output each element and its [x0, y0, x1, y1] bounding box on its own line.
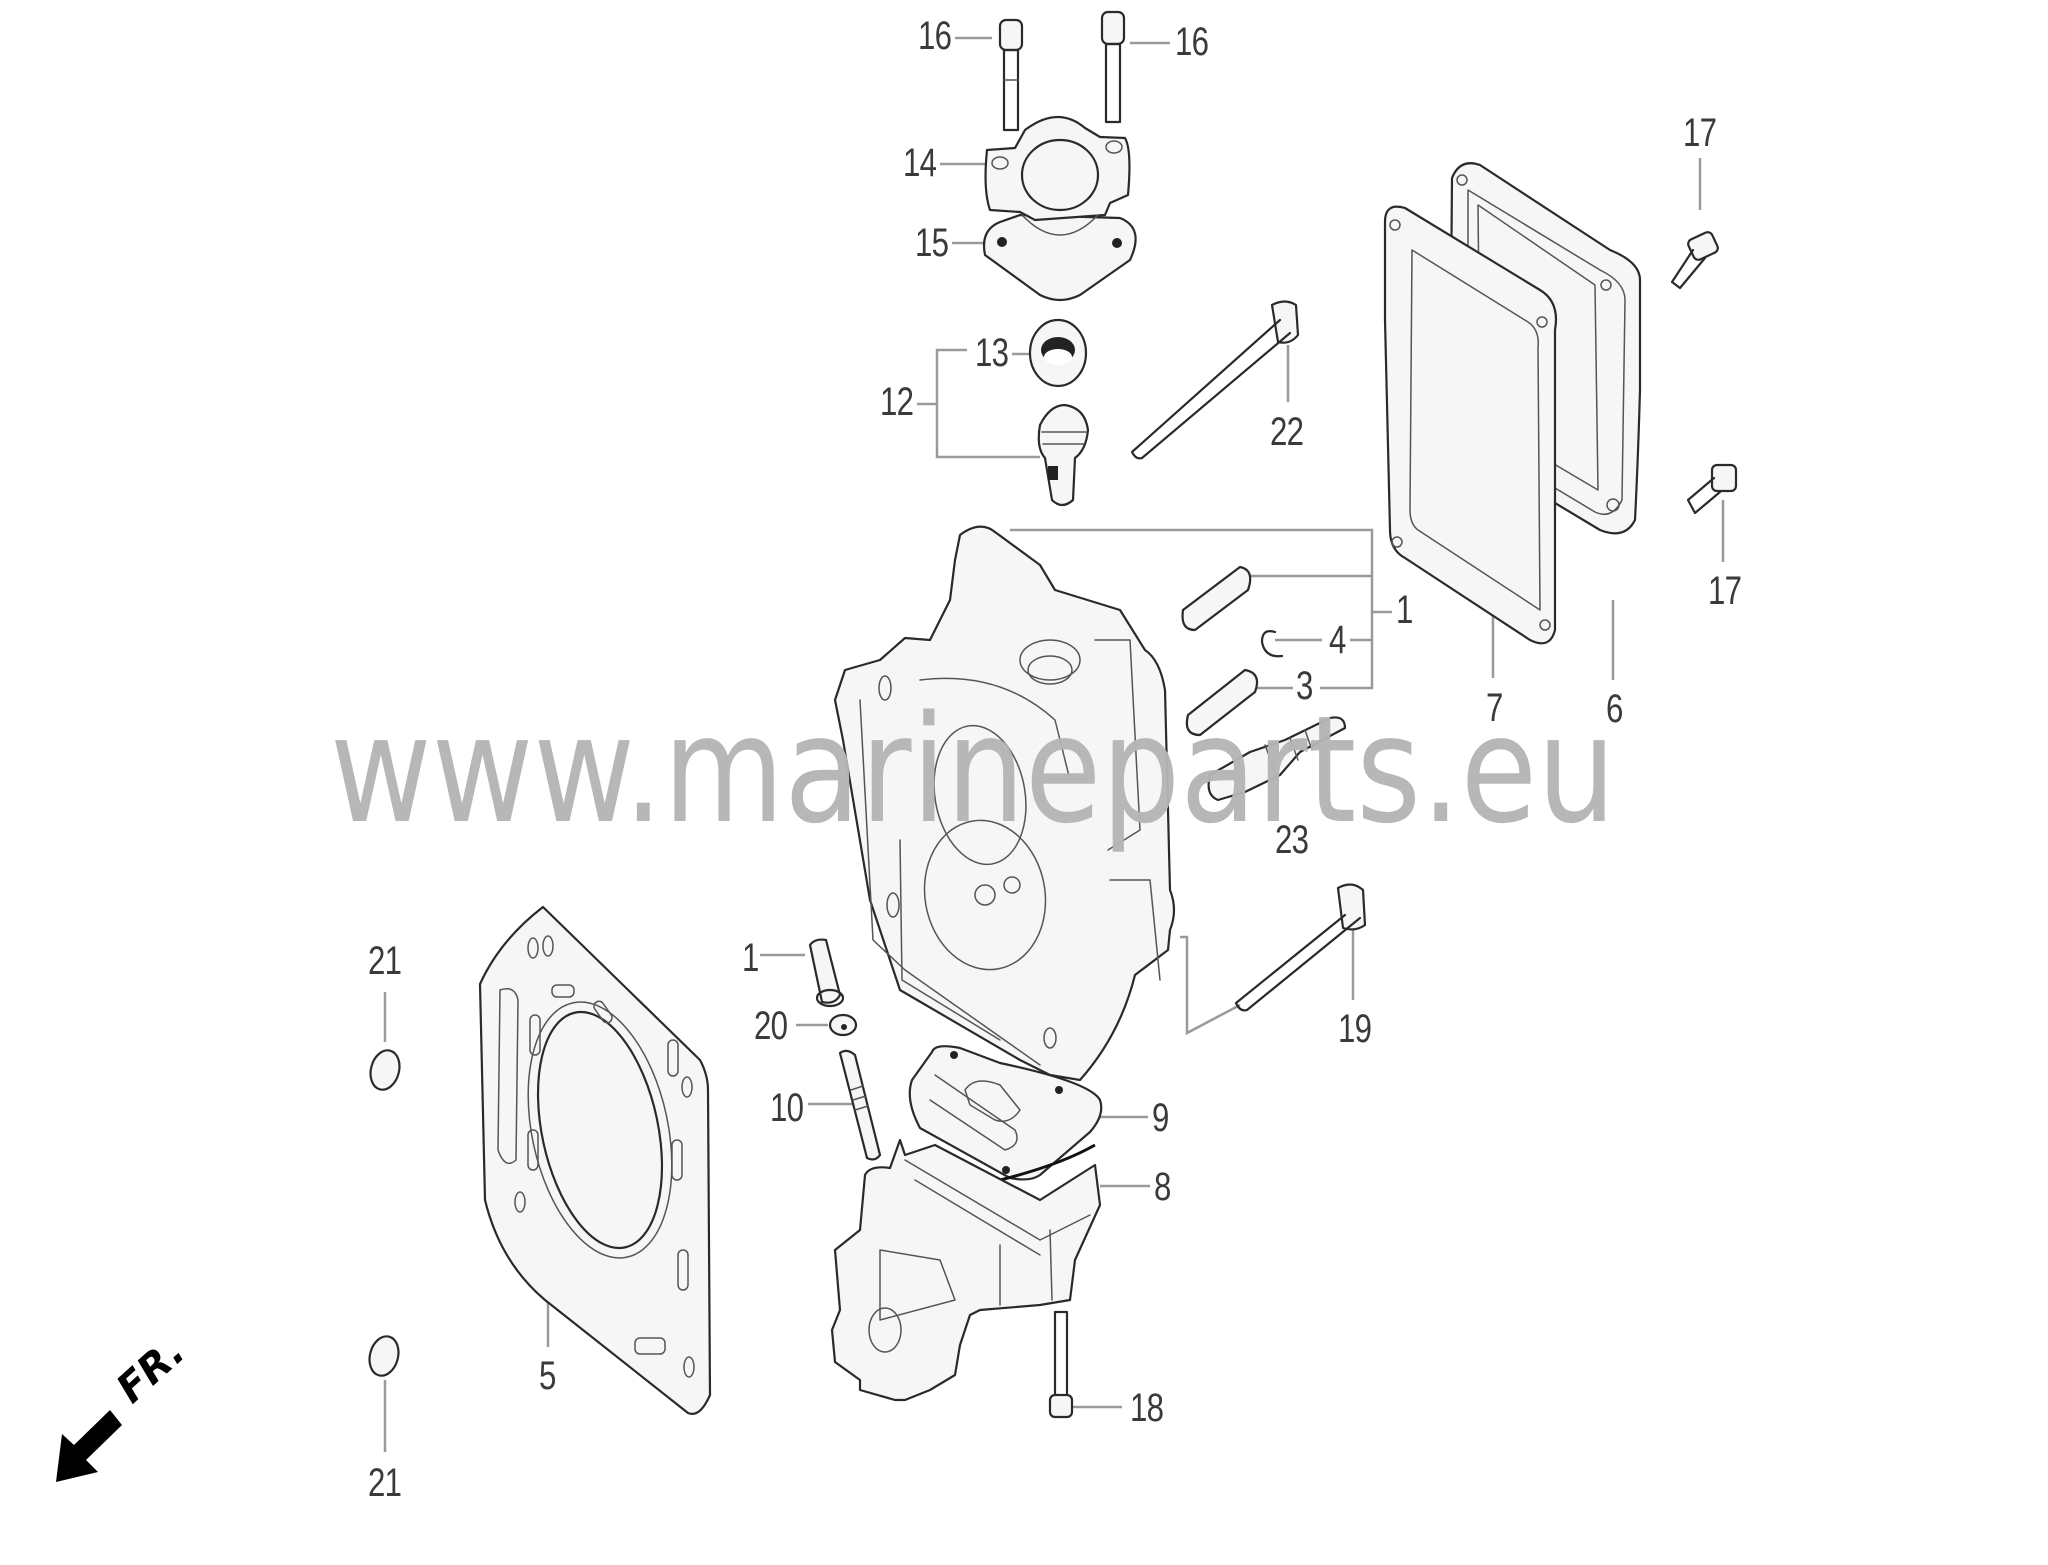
- callout-22: 22: [1270, 410, 1304, 454]
- callout-10: 10: [770, 1086, 804, 1130]
- callout-19: 19: [1338, 1007, 1372, 1051]
- callout-6: 6: [1606, 687, 1623, 731]
- thermostat-cover-icon: [982, 115, 1137, 302]
- clip-4-icon: [1260, 630, 1284, 658]
- callout-4: 4: [1329, 618, 1346, 662]
- callout-14: 14: [903, 141, 937, 185]
- callout-21-upper: 21: [368, 939, 402, 983]
- seal-ring-13-icon: [1028, 318, 1088, 388]
- callout-20: 20: [754, 1004, 788, 1048]
- thermostat-12-icon: [1037, 403, 1090, 507]
- front-direction-arrow-icon: [56, 1410, 122, 1482]
- callout-5: 5: [539, 1354, 556, 1398]
- head-gasket-5-icon: [478, 905, 712, 1415]
- callout-1-head: 1: [1396, 588, 1413, 632]
- valve-guide-3-icon: [1185, 668, 1259, 737]
- callout-9: 9: [1152, 1096, 1169, 1140]
- bolt-16-left-icon: [998, 18, 1024, 132]
- valve-guide-upper-icon: [1181, 565, 1252, 632]
- long-bolt-22-icon: [1130, 300, 1300, 460]
- callout-13: 13: [975, 331, 1009, 375]
- callout-12: 12: [880, 380, 914, 424]
- nut-20-icon: [828, 1013, 858, 1037]
- callout-7: 7: [1486, 686, 1503, 730]
- spark-plug-23-icon: [1207, 716, 1347, 802]
- callout-1-fitting: 1: [742, 936, 759, 980]
- callout-16-left: 16: [918, 14, 952, 58]
- callout-23: 23: [1275, 818, 1309, 862]
- bolt-17-lower-icon: [1686, 463, 1738, 515]
- bolt-17-upper-icon: [1670, 231, 1719, 290]
- long-bolt-19-icon: [1234, 883, 1367, 1012]
- cylinder-head-1-icon: [833, 525, 1176, 1082]
- dowel-pin-21-lower-icon: [368, 1335, 400, 1377]
- callout-8: 8: [1154, 1165, 1171, 1209]
- callout-3: 3: [1296, 664, 1313, 708]
- stud-10-icon: [838, 1049, 882, 1161]
- callout-18: 18: [1130, 1386, 1164, 1430]
- bolt-18-icon: [1048, 1310, 1074, 1419]
- callout-17-lower: 17: [1708, 569, 1742, 613]
- bolt-16-right-icon: [1100, 10, 1126, 124]
- callout-21-lower: 21: [368, 1461, 402, 1505]
- manifold-8-icon: [830, 1138, 1102, 1402]
- manifold-gasket-9-icon: [908, 1045, 1103, 1182]
- fitting-1-icon: [808, 938, 845, 1008]
- callout-16-right: 16: [1175, 20, 1209, 64]
- callout-15: 15: [915, 221, 949, 265]
- callout-17-upper: 17: [1683, 111, 1717, 155]
- dowel-pin-21-upper-icon: [369, 1049, 401, 1091]
- head-cover-gasket-7-icon: [1383, 205, 1558, 645]
